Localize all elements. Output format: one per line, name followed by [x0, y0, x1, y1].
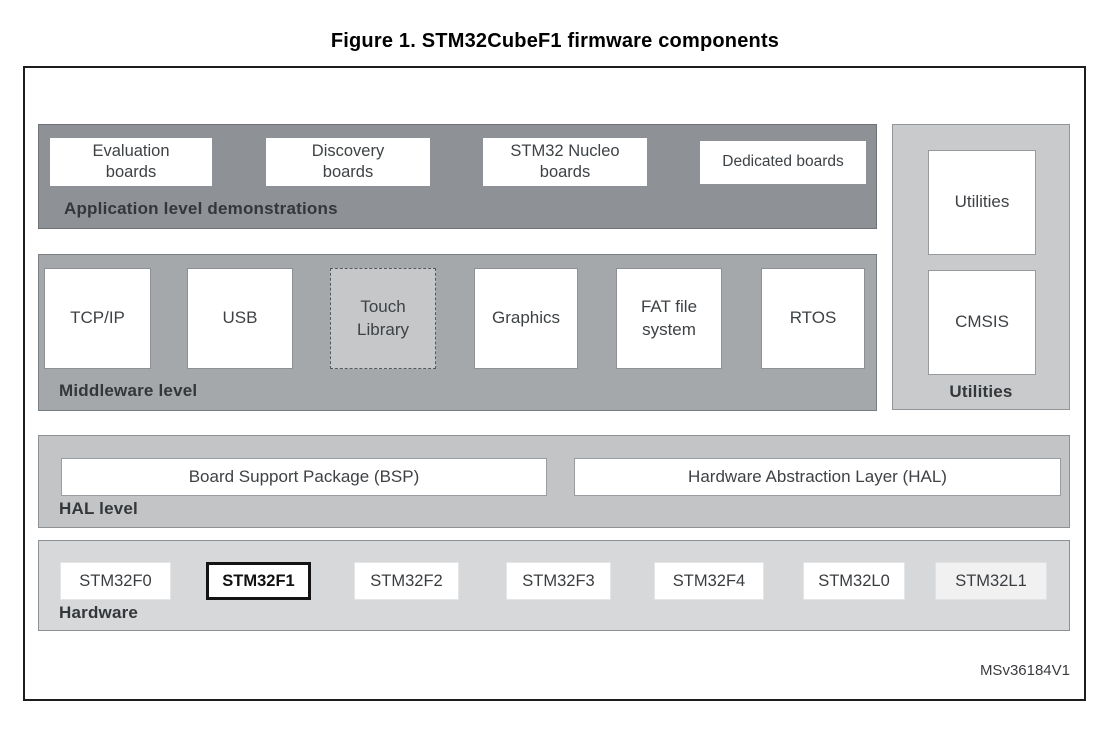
tcp-ip-box: TCP/IP — [44, 268, 151, 369]
evaluation-boards-box: Evaluation boards — [49, 137, 213, 187]
chip-stm32f1-highlighted: STM32F1 — [206, 562, 311, 600]
touch-library-box: Touch Library — [330, 268, 436, 369]
hal-box: Hardware Abstraction Layer (HAL) — [574, 458, 1061, 496]
application-level-label: Application level demonstrations — [64, 199, 338, 218]
figure-reference-code: MSv36184V1 — [979, 662, 1070, 679]
discovery-boards-box: Discovery boards — [265, 137, 431, 187]
diagram-frame: Evaluation boards Discovery boards STM32… — [23, 66, 1086, 701]
dedicated-boards-box: Dedicated boards — [699, 140, 867, 185]
application-level-band: Evaluation boards Discovery boards STM32… — [38, 124, 877, 229]
chip-stm32f2: STM32F2 — [354, 562, 459, 600]
hardware-band: STM32F0 STM32F1 STM32F2 STM32F3 STM32F4 … — [38, 540, 1070, 631]
utilities-column-label: Utilities — [949, 382, 1013, 401]
stm32-nucleo-boards-box: STM32 Nucleo boards — [482, 137, 648, 187]
utilities-column: Utilities CMSIS Utilities — [892, 124, 1070, 410]
chip-stm32l1: STM32L1 — [935, 562, 1047, 600]
figure-caption: Figure 1. STM32CubeF1 firmware component… — [330, 30, 780, 52]
fat-file-system-box: FAT file system — [616, 268, 722, 369]
middleware-level-label: Middleware level — [59, 381, 198, 400]
chip-stm32f0: STM32F0 — [60, 562, 171, 600]
middleware-level-band: TCP/IP USB Touch Library Graphics FAT fi… — [38, 254, 877, 411]
chip-stm32l0: STM32L0 — [803, 562, 905, 600]
bsp-box: Board Support Package (BSP) — [61, 458, 547, 496]
chip-stm32f4: STM32F4 — [654, 562, 764, 600]
usb-box: USB — [187, 268, 293, 369]
cmsis-box: CMSIS — [928, 270, 1036, 375]
hardware-label: Hardware — [59, 603, 139, 622]
graphics-box: Graphics — [474, 268, 578, 369]
chip-stm32f3: STM32F3 — [506, 562, 611, 600]
hal-level-band: Board Support Package (BSP) Hardware Abs… — [38, 435, 1070, 528]
utilities-box: Utilities — [928, 150, 1036, 255]
rtos-box: RTOS — [761, 268, 865, 369]
hal-level-label: HAL level — [59, 499, 138, 518]
